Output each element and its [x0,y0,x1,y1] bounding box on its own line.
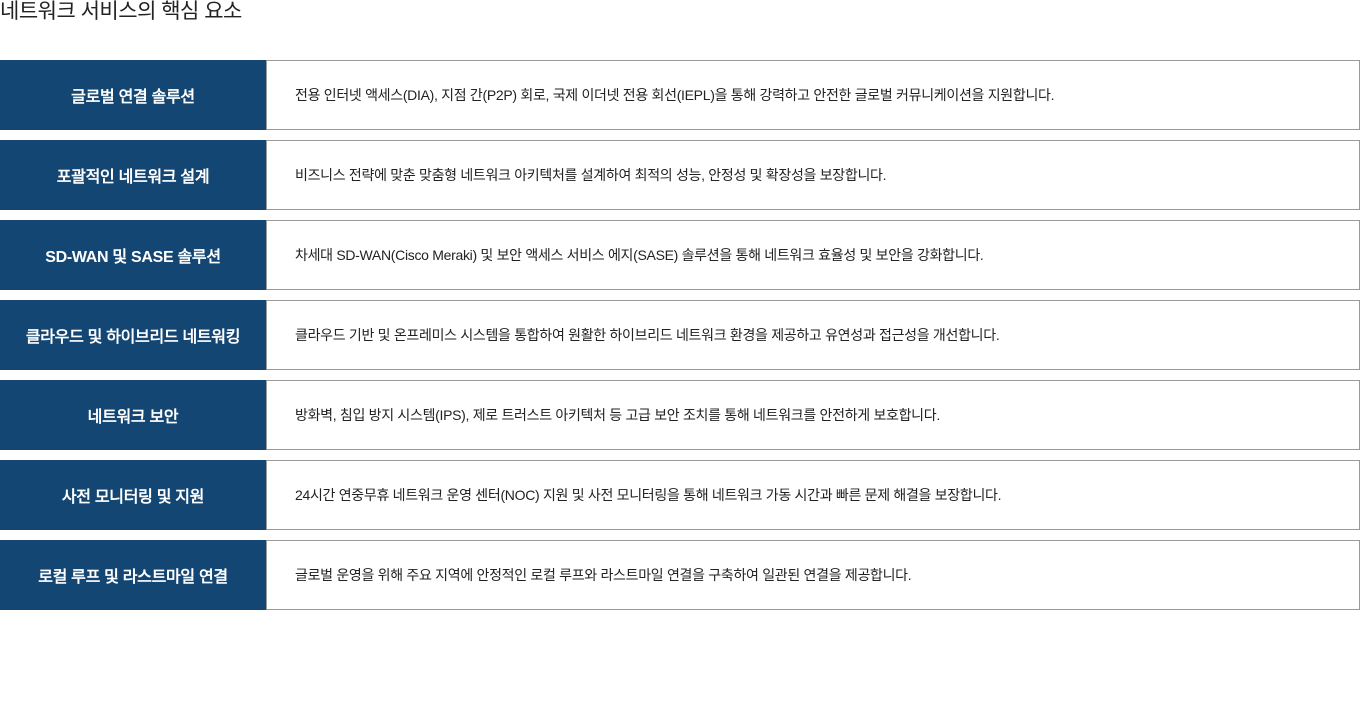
item-label: SD-WAN 및 SASE 솔루션 [0,220,266,290]
item-description: 글로벌 운영을 위해 주요 지역에 안정적인 로컬 루프와 라스트마일 연결을 … [266,540,1360,610]
item-label: 포괄적인 네트워크 설계 [0,140,266,210]
page-title: 네트워크 서비스의 핵심 요소 [0,0,242,23]
item-description: 비즈니스 전략에 맞춘 맞춤형 네트워크 아키텍처를 설계하여 최적의 성능, … [266,140,1360,210]
item-label: 클라우드 및 하이브리드 네트워킹 [0,300,266,370]
item-description: 방화벽, 침입 방지 시스템(IPS), 제로 트러스트 아키텍처 등 고급 보… [266,380,1360,450]
item-description: 24시간 연중무휴 네트워크 운영 센터(NOC) 지원 및 사전 모니터링을 … [266,460,1360,530]
item-label: 로컬 루프 및 라스트마일 연결 [0,540,266,610]
item-label: 글로벌 연결 솔루션 [0,60,266,130]
item-description: 전용 인터넷 액세스(DIA), 지점 간(P2P) 회로, 국제 이더넷 전용… [266,60,1360,130]
item-label: 네트워크 보안 [0,380,266,450]
item-label: 사전 모니터링 및 지원 [0,460,266,530]
item-description: 클라우드 기반 및 온프레미스 시스템을 통합하여 원활한 하이브리드 네트워크… [266,300,1360,370]
item-description: 차세대 SD-WAN(Cisco Meraki) 및 보안 액세스 서비스 에지… [266,220,1360,290]
